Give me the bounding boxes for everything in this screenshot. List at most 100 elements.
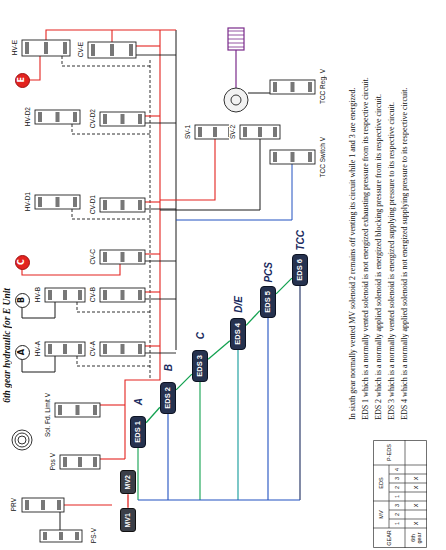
table-rule <box>405 440 406 548</box>
spool-valve <box>40 530 82 542</box>
mv-solenoid: MV1 <box>120 508 136 532</box>
valve-land <box>103 252 107 262</box>
hydraulic-line <box>125 30 160 459</box>
hydraulic-line <box>145 261 176 262</box>
valve-land <box>121 344 125 354</box>
eds-solenoid: EDS 3 <box>192 350 208 382</box>
note-text: EDS 4 which is a normally applied soleno… <box>398 10 411 420</box>
valve-land <box>121 200 125 210</box>
valve-label: CV-B <box>89 286 96 303</box>
clutch-letter: PCS <box>263 262 274 283</box>
valve-land <box>41 500 45 510</box>
table-cell: X <box>405 474 427 483</box>
valve-land <box>25 500 29 510</box>
table-rule <box>389 519 427 520</box>
hydraulic-connector <box>276 278 292 294</box>
hydraulic-line <box>22 264 120 275</box>
hydraulic-connector <box>146 407 160 423</box>
clutch-letter: TCC <box>295 230 306 251</box>
valve-body <box>100 342 145 356</box>
hydraulic-line <box>160 139 260 210</box>
accumulator-coil <box>12 430 32 450</box>
spool-valve <box>22 40 70 56</box>
valve-land <box>63 344 67 354</box>
hydraulic-line <box>100 404 125 405</box>
valve-land <box>57 500 61 510</box>
hydraulic-line <box>167 412 168 500</box>
valve-land <box>273 127 277 137</box>
pump-ring <box>228 31 244 32</box>
valve-label: SV-2 <box>229 124 236 140</box>
valve-land <box>138 344 142 354</box>
gear-table: GEARMVEDSP-EDS12312346th gearXXXX <box>373 440 427 548</box>
valve-label: CV-C <box>89 248 96 266</box>
valve-label: CV-D1 <box>89 194 96 215</box>
hydraulic-line <box>237 348 238 500</box>
hydraulic-line <box>138 499 300 500</box>
hydraulic-line <box>64 504 112 505</box>
valve-label: TCC Switch V <box>319 136 326 178</box>
valve-land <box>56 112 60 122</box>
hydraulic-connector <box>176 374 192 390</box>
valve-land <box>138 200 142 210</box>
valve-land <box>198 127 202 137</box>
valve-body <box>45 288 85 302</box>
valve-land <box>273 152 277 162</box>
valve-label: TCC Reg. V <box>319 68 326 105</box>
valve-land <box>243 127 247 137</box>
valve-land <box>38 197 42 207</box>
mv-solenoid: MV2 <box>120 470 136 494</box>
hydraulic-line <box>145 201 160 202</box>
valve-land <box>48 344 52 354</box>
valve-land <box>76 405 80 415</box>
notes-block: In sixth gear normally vented MV solenoi… <box>346 10 411 420</box>
pump-ring <box>228 39 244 40</box>
hydraulic-line <box>145 123 176 124</box>
valve-land <box>43 532 47 540</box>
valve-body <box>40 530 82 542</box>
valve-land <box>138 290 142 300</box>
table-rule <box>389 510 427 511</box>
valve-land <box>75 532 79 540</box>
spool-valve <box>100 250 145 264</box>
node-text: EDS 2 <box>164 387 172 409</box>
table-cell: X <box>405 501 427 510</box>
valve-land <box>59 532 63 540</box>
valve-land <box>73 197 77 207</box>
table-cell: 6th gear <box>405 528 427 548</box>
pump-ring <box>228 47 244 48</box>
valve-body <box>60 455 100 469</box>
valve-land <box>258 127 262 137</box>
accumulator-coil <box>18 436 26 444</box>
valve-label: Sol. Fd. Limit V <box>44 392 51 438</box>
valve-body <box>100 288 145 302</box>
hydraulic-line <box>145 291 160 292</box>
valve-label: HV-B <box>34 286 41 303</box>
valve-label: CV-D2 <box>89 108 96 129</box>
clutch-letter: C <box>195 332 206 339</box>
node-text: E <box>18 77 27 82</box>
node-text: EDS 3 <box>196 355 204 377</box>
table-cell: P-EDS <box>373 440 405 465</box>
valve-body <box>100 198 145 212</box>
diagram-title: 6th gear hydraulic for E Unit <box>2 288 12 403</box>
eds-solenoid: EDS 6 <box>292 254 308 286</box>
spool-valve <box>100 112 145 126</box>
hydraulic-line <box>145 353 176 354</box>
pump-drum <box>228 28 244 50</box>
valve-land <box>103 200 107 210</box>
valve-land <box>78 344 82 354</box>
note-text: EDS 2 which is a normally applied soleno… <box>372 10 385 420</box>
hydraulic-line <box>235 50 236 88</box>
valve-body <box>270 150 315 164</box>
valve-label: Pos V <box>49 452 56 471</box>
hydraulic-connector <box>246 311 260 326</box>
node-text: B <box>18 297 27 303</box>
table-cell: GEAR <box>373 528 405 548</box>
valve-label: SV-1 <box>184 124 191 140</box>
hydraulic-line <box>145 345 160 346</box>
valve-land <box>25 42 29 54</box>
clutch-letter: B <box>163 364 174 371</box>
port-circle: E <box>15 73 30 88</box>
hydraulic-line <box>267 316 268 500</box>
